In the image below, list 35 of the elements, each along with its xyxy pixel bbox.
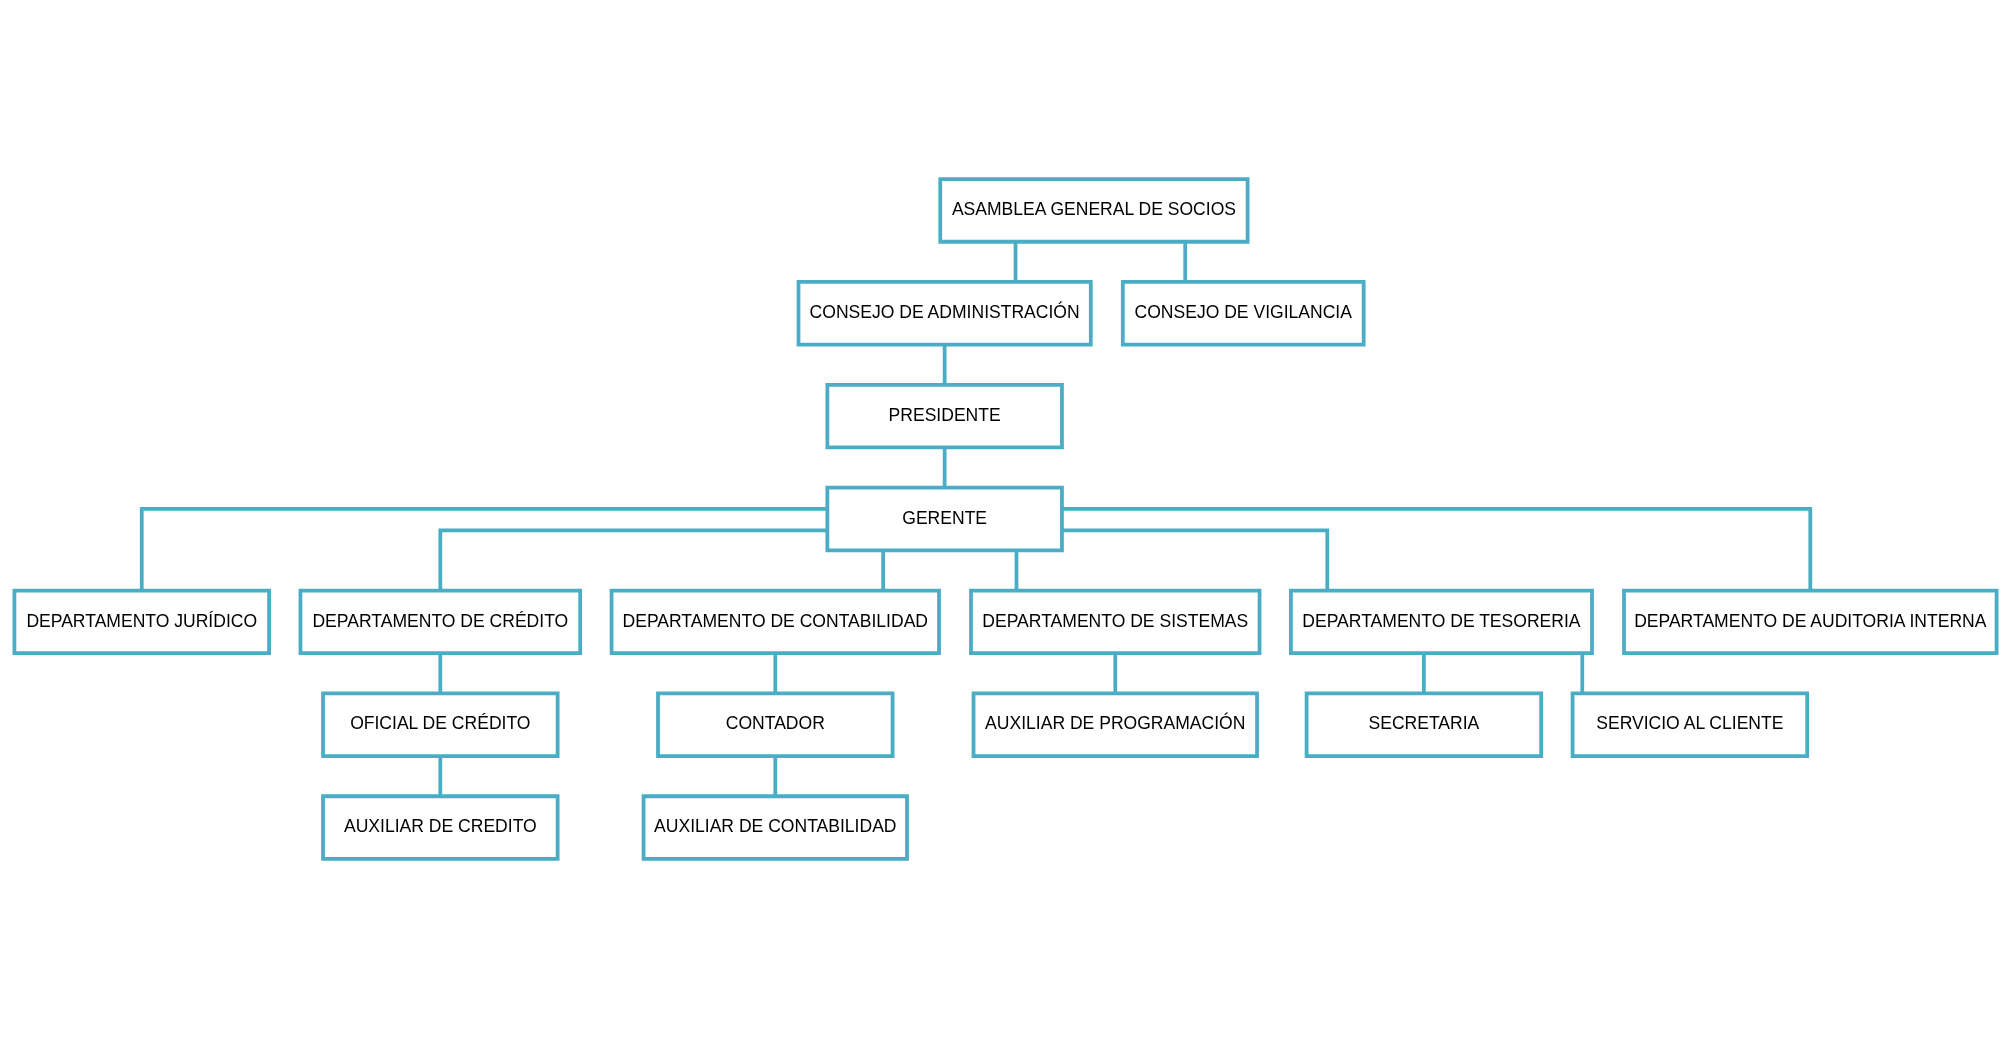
connector (942, 447, 947, 487)
node-box: DEPARTAMENTO JURÍDICO (12, 588, 271, 655)
node-box: DEPARTAMENTO DE CRÉDITO (298, 588, 583, 655)
connector (773, 652, 778, 693)
connector (1062, 506, 1813, 590)
connector (1013, 241, 1018, 282)
connector (438, 527, 828, 590)
connector (438, 652, 443, 693)
connector (438, 755, 443, 796)
connector (139, 506, 828, 590)
node-box: PRESIDENTE (825, 382, 1064, 449)
node-box: AUXILIAR DE CONTABILIDAD (641, 793, 909, 861)
connector (1580, 652, 1585, 693)
node-box: CONTADOR (656, 691, 895, 758)
node-box: DEPARTAMENTO DE CONTABILIDAD (609, 588, 941, 655)
node-box: OFICIAL DE CRÉDITO (321, 691, 560, 758)
connector (1422, 652, 1426, 693)
node-box: DEPARTAMENTO DE TESORERIA (1289, 588, 1594, 655)
connector (1062, 527, 1330, 590)
node-box: ASAMBLEA GENERAL DE SOCIOS (938, 176, 1250, 244)
node-box: DEPARTAMENTO DE SISTEMAS (969, 588, 1262, 655)
connector (1014, 549, 1019, 590)
node-box: AUXILIAR DE PROGRAMACIÓN (971, 691, 1259, 758)
connector (881, 549, 886, 590)
node-box: SERVICIO AL CLIENTE (1570, 691, 1810, 758)
connector (773, 755, 778, 796)
node-box: GERENTE (825, 485, 1064, 552)
connector (1183, 241, 1188, 282)
node-box: AUXILIAR DE CREDITO (321, 793, 560, 861)
node-box: CONSEJO DE VIGILANCIA (1120, 279, 1366, 346)
node-box: DEPARTAMENTO DE AUDITORIA INTERNA (1622, 588, 1999, 655)
node-box: SECRETARIA (1304, 691, 1544, 758)
connector (942, 344, 947, 385)
node-box: CONSEJO DE ADMINISTRACIÓN (796, 279, 1093, 346)
connector (1113, 652, 1118, 693)
